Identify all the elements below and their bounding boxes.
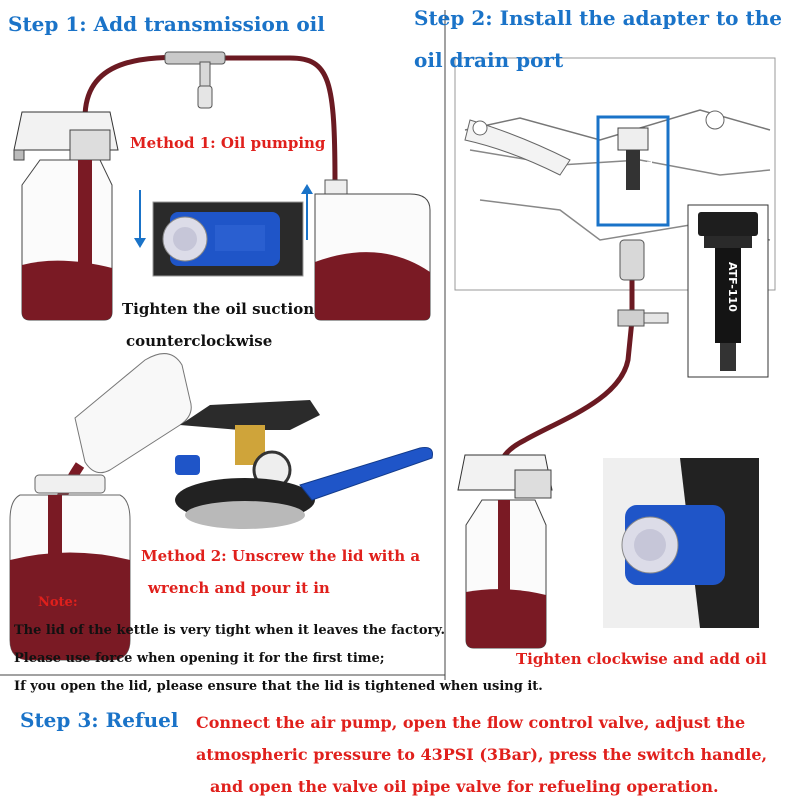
extractor-bottle-left-icon [13, 111, 119, 321]
tighten-clockwise-photo [603, 458, 759, 628]
lid-wrench-photo [175, 400, 433, 529]
step2-title-line2: oil drain port [414, 48, 564, 72]
tee-valve-icon [164, 51, 226, 109]
quick-coupler-icon [617, 239, 669, 327]
step2-title-line1: Step 2: Install the adapter to the [414, 6, 782, 30]
method1-label: Method 1: Oil pumping [130, 134, 326, 152]
step3-title: Step 3: Refuel [20, 708, 179, 732]
adapter-inset-label: ATF-110 [726, 262, 739, 312]
adapter-inset-photo [687, 204, 769, 378]
adapter-small-label: ATF-110 [645, 155, 653, 187]
up-arrow-icon [301, 184, 313, 240]
step3-line-3: and open the valve oil pipe valve for re… [210, 777, 719, 796]
down-arrow-icon [134, 190, 146, 248]
oil-suction-photo [152, 201, 304, 277]
step3-line-1: Connect the air pump, open the flow cont… [196, 713, 746, 732]
note-line-2: Please use force when opening it for the… [14, 651, 385, 666]
method1-caption-line2: counterclockwise [126, 332, 273, 350]
note-line-1: The lid of the kettle is very tight when… [14, 623, 445, 638]
step3-line-2: atmospheric pressure to 43PSI (3Bar), pr… [196, 745, 768, 764]
note-line-3: If you open the lid, please ensure that … [14, 679, 543, 694]
method1-caption-line1: Tighten the oil suction [122, 300, 315, 318]
adapter-highlight-box [596, 115, 670, 227]
oil-jug-icon [314, 179, 431, 321]
jar-icon [9, 474, 131, 661]
step1-title: Step 1: Add transmission oil [8, 12, 325, 36]
note-title: Note: [38, 595, 78, 610]
method2-label-line2: wrench and pour it in [148, 579, 330, 597]
step2-caption: Tighten clockwise and add oil [516, 650, 767, 668]
method2-label-line1: Method 2: Unscrew the lid with a [141, 547, 421, 565]
extractor-bottle-right-icon [457, 454, 553, 649]
